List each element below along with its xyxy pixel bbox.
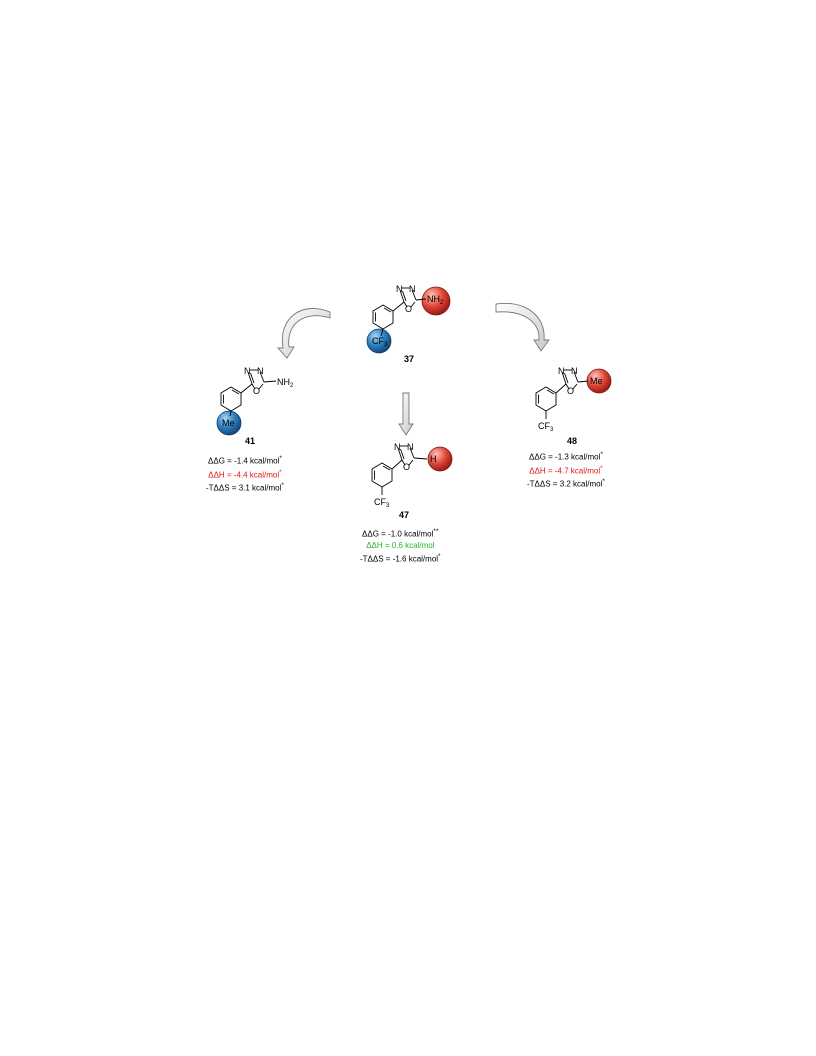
compound-48: N N O Me CF3 48 (535, 366, 612, 446)
n-atom-label: N (244, 366, 251, 376)
cf3-group-label: CF3 (374, 497, 390, 509)
compound-id-48: 48 (567, 436, 577, 446)
n-atom-label: N (257, 366, 264, 376)
ddh-value: ΔΔH = -4.7 kcal/mol* (529, 464, 603, 476)
curved-arrow-left (276, 308, 331, 359)
compound-47: N N O H CF3 47 (371, 442, 453, 520)
o-atom-label: O (567, 386, 574, 396)
compound-37: N N O NH2 CF3 37 (366, 284, 451, 364)
n-atom-label: N (571, 366, 578, 376)
oxadiazole-ring (381, 445, 428, 495)
n-atom-label: N (409, 284, 416, 294)
n-atom-label: N (407, 442, 414, 452)
nh2-group-label: NH2 (277, 377, 294, 389)
ddh-value: ΔΔH = -4.4 kcal/mol* (208, 468, 282, 480)
ddg-value: ΔΔG = -1.3 kcal/mol* (529, 451, 603, 462)
oxadiazole-ring (545, 369, 589, 419)
ddg-value: ΔΔG = -1.0 kcal/mol** (362, 528, 439, 539)
compound-id-47: 47 (399, 510, 409, 520)
o-atom-label: O (403, 462, 410, 472)
ddg-value: ΔΔG = -1.4 kcal/mol* (208, 455, 282, 466)
red-highlight-sphere (427, 446, 453, 472)
o-atom-label: O (405, 304, 412, 314)
compound-id-37: 37 (404, 354, 414, 364)
ddh-value: ΔΔH = 0.6 kcal/mol (366, 540, 435, 550)
compound-id-41: 41 (245, 436, 255, 446)
tdds-value: -TΔΔS = 3.2 kcal/mol* (527, 478, 605, 489)
oxadiazole-ring (380, 287, 427, 337)
n-atom-label: N (558, 366, 565, 376)
red-highlight-sphere (421, 286, 451, 316)
o-atom-label: O (253, 386, 260, 396)
thermo-data-41: ΔΔG = -1.4 kcal/mol* ΔΔH = -4.4 kcal/mol… (206, 453, 284, 494)
thermo-data-48: ΔΔG = -1.3 kcal/mol* ΔΔH = -4.7 kcal/mol… (527, 449, 605, 490)
blue-highlight-sphere (216, 410, 242, 436)
nh2-group-label: NH2 (427, 294, 444, 306)
benzene-ring (371, 462, 393, 488)
blue-highlight-sphere (366, 328, 392, 354)
benzene-ring (372, 304, 394, 330)
thermo-data-47: ΔΔG = -1.0 kcal/mol** ΔΔH = 0.6 kcal/mol… (360, 526, 441, 564)
tdds-value: -TΔΔS = -1.6 kcal/mol* (360, 552, 441, 564)
n-atom-label: N (394, 442, 401, 452)
n-atom-label: N (396, 284, 403, 294)
cf3-group-label: CF3 (538, 421, 554, 433)
benzene-ring (220, 386, 242, 412)
straight-arrow-down (398, 392, 414, 436)
h-atom-label: H (430, 454, 437, 464)
compound-41: N N O NH2 Me 41 (216, 366, 294, 446)
me-group-label: Me (590, 376, 603, 386)
benzene-ring (535, 386, 557, 412)
tdds-value: -TΔΔS = 3.1 kcal/mol* (206, 482, 284, 493)
me-group-label: Me (222, 418, 235, 428)
curved-arrow-right (495, 303, 550, 352)
oxadiazole-ring (229, 369, 277, 417)
